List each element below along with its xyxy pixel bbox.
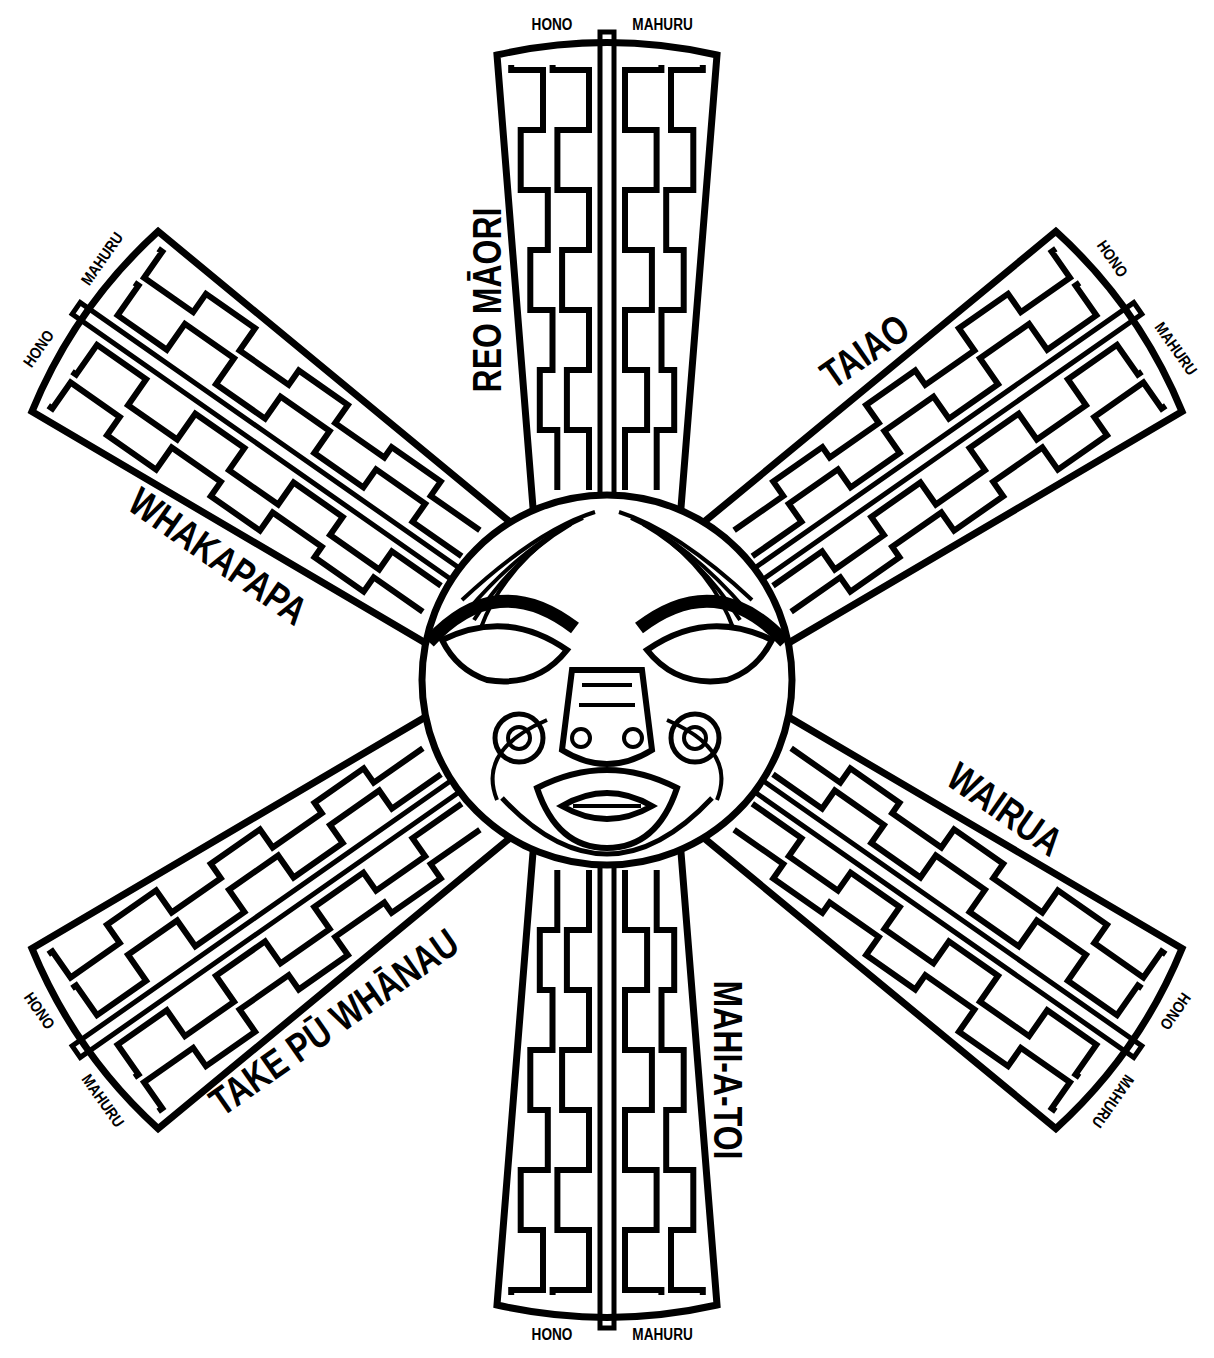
carved-face [422,495,792,865]
eye [647,626,772,681]
arm-label: REO MĀORI [467,208,507,393]
poutama-step [553,870,589,1295]
face-circle [422,495,792,865]
poutama-step [791,368,1166,650]
poutama-step [48,368,423,650]
cheek-spiral [671,714,719,762]
poutama-step [511,870,557,1295]
nostril-spiral [572,729,590,747]
nose-carving [579,685,635,705]
tip-label: MAHURU [632,17,692,33]
poutama-step [553,65,589,490]
nostril-spiral [624,729,642,747]
kowhaiwhai-arm [497,830,717,1328]
lips-line [573,804,641,808]
arm-label: MAHI-A-TOI [708,981,748,1160]
tip-label: MAHURU [78,230,126,289]
tip-label: MAHURU [78,1071,126,1130]
brow-line [468,518,583,610]
nose [562,670,652,764]
tip-label: HONO [532,17,573,33]
tip-label: MAHURU [632,1327,692,1343]
face-group [422,495,792,865]
poutama-step [708,830,1083,1112]
kowhaiwhai-arm [497,32,717,530]
arm-spine [600,32,614,530]
brow-line [631,518,746,610]
lips [562,793,652,819]
poutama-step [708,249,1083,531]
poutama-step [791,711,1166,993]
arm-outline [497,43,717,530]
poutama-step [511,65,557,490]
eye [442,626,567,681]
tip-label: HONO [532,1327,573,1343]
poutama-step [132,249,507,531]
poutama-step [48,711,423,993]
poutama-step [132,830,507,1112]
arm-spine [600,830,614,1328]
poutama-step [657,65,703,490]
cheek-spiral [495,714,543,762]
arm-outline [497,830,717,1317]
poutama-step [625,65,661,490]
mouth-outline [537,770,677,848]
poutama-step [731,283,1100,557]
chin-line [502,798,712,854]
tip-label: MAHURU [1151,320,1199,379]
arm-group [13,32,1201,1328]
tip-label: MAHURU [1088,1071,1136,1130]
poutama-step [625,870,661,1295]
arm-label: TAKE PŪ WHĀNAU [202,922,465,1123]
poutama-step [657,870,703,1295]
